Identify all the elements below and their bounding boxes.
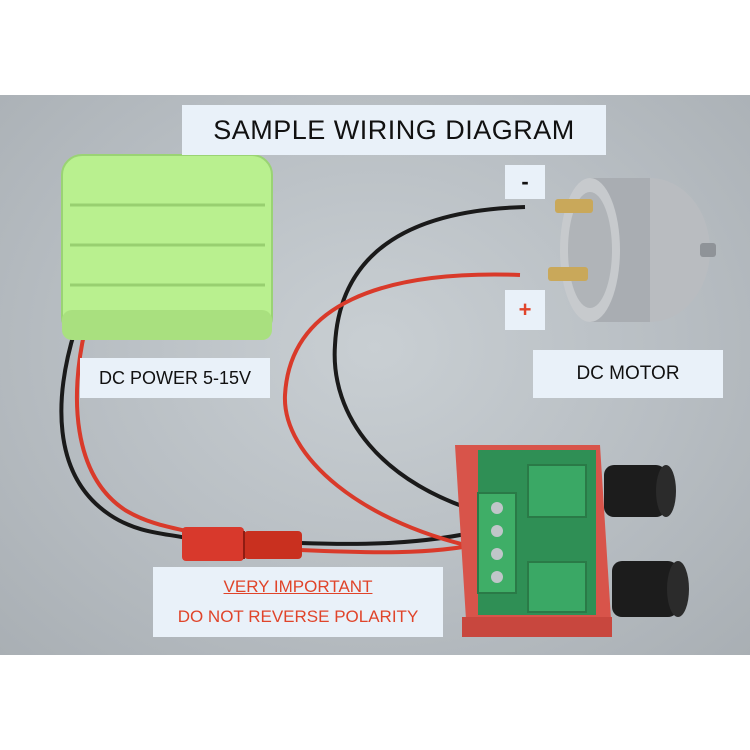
dc-motor	[548, 178, 716, 322]
black-wire-motor	[332, 205, 526, 517]
negative-terminal-label: -	[505, 165, 545, 199]
red-wire-battery	[74, 329, 196, 535]
wiring-illustration	[59, 154, 716, 637]
positive-terminal-label: +	[505, 290, 545, 330]
power-label: DC POWER 5-15V	[80, 358, 270, 398]
polarity-warning: VERY IMPORTANT DO NOT REVERSE POLARITY	[153, 567, 443, 637]
motor-label: DC MOTOR	[533, 350, 723, 398]
battery-pack	[61, 154, 273, 340]
warning-heading: VERY IMPORTANT	[223, 577, 373, 596]
red-wire-motor	[282, 272, 521, 552]
motor-controller	[455, 445, 689, 637]
diagram-title: SAMPLE WIRING DIAGRAM	[182, 105, 606, 155]
warning-text: DO NOT REVERSE POLARITY	[177, 607, 419, 626]
jst-connector	[182, 527, 302, 561]
black-wire-battery	[59, 329, 196, 542]
